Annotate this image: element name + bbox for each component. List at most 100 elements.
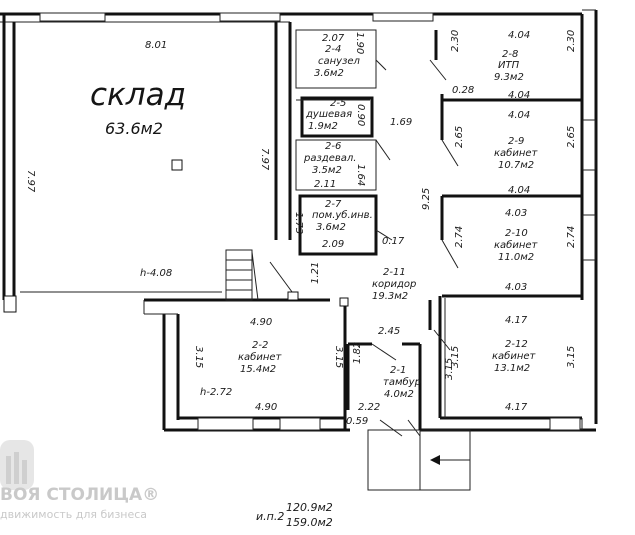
room-2-12-name: кабинет (492, 350, 537, 362)
corridor-name: коридор (372, 279, 416, 290)
room-2-6-name: раздевал. (303, 153, 356, 164)
warehouse-dim-top: 8.01 (145, 40, 167, 51)
room-2-2: 4.90 2-2 кабинет 15.4м2 3.15 3.15 4.90 h… (193, 317, 344, 413)
room-2-9-number: 2-9 (508, 136, 524, 147)
room-2-10-dim-right: 2.74 (566, 226, 577, 248)
room-2-6-dim-bottom: 2.11 (314, 179, 336, 190)
room-2-1-dim-left: 1.82 (352, 342, 363, 364)
room-2-6-number: 2-6 (325, 141, 341, 152)
room-2-7-number: 2-7 (325, 199, 342, 210)
room-2-2-dim-top: 4.90 (250, 317, 272, 328)
room-2-9-dim-right: 2.65 (566, 126, 577, 148)
corridor-area: 19.3м2 (372, 291, 408, 302)
watermark-subtitle: движимость для бизнеса (0, 508, 147, 521)
room-2-12-dim-top: 4.17 (505, 315, 528, 326)
room-2-5-number: 2-5 (330, 98, 346, 109)
outer-walls (0, 9, 598, 491)
room-2-10-name: кабинет (494, 239, 539, 251)
room-2-1-dim-door: 0.59 (346, 416, 368, 427)
sanitary-block (295, 29, 393, 256)
room-2-7-name: пом.уб.инв. (312, 209, 373, 221)
room-2-2-dim-right: 3.15 (333, 346, 344, 368)
room-2-8-area: 9.3м2 (494, 72, 524, 83)
corridor-dim-3: 1.21 (310, 262, 321, 284)
watermark-title: ВОЯ СТОЛИЦА® (0, 485, 159, 505)
warehouse-height: h-4.08 (140, 268, 172, 279)
room-2-8-dim-top: 4.04 (508, 30, 530, 41)
corridor-number: 2-11 (383, 267, 406, 278)
room-2-9-dim-left: 2.65 (454, 126, 465, 148)
room-2-11: 1.69 9.25 2-11 коридор 19.3м2 1.21 (310, 117, 432, 302)
warehouse-room: склад 63.6м2 8.01 7.97 7.97 h-4.08 (25, 40, 270, 279)
room-2-8-number: 2-8 (502, 49, 518, 60)
room-2-5-dim: 0.90 (355, 104, 366, 126)
warehouse-dim-right: 7.97 (259, 148, 270, 171)
room-2-12-dim-bottom: 4.17 (505, 402, 528, 413)
room-2-12-number: 2-12 (505, 339, 528, 350)
room-2-1-dim-top: 2.45 (378, 326, 400, 337)
room-2-4-number: 2-4 (325, 44, 341, 55)
room-2-4-dim-side: 1.90 (354, 32, 365, 54)
room-2-8-dim-left: 2.30 (450, 30, 461, 52)
room-2-4: 2.07 2-4 санузел 3.6м2 1.90 (314, 32, 365, 79)
total-area-2: 159.0м2 (286, 516, 333, 529)
room-2-9-dim-top: 4.04 (508, 110, 530, 121)
room-2-9-name: кабинет (494, 147, 539, 159)
room-2-1-number: 2-1 (390, 365, 406, 376)
room-2-1: 2.45 2-1 тамбур 4.0м2 1.82 3.15 2.22 0.5… (346, 326, 455, 427)
room-2-10-dim-bottom: 4.03 (505, 282, 527, 293)
room-2-5-area: 1.9м2 (308, 121, 338, 132)
room-2-12: 4.17 2-12 кабинет 13.1м2 3.15 3.15 4.17 (450, 315, 577, 413)
room-2-10-dim-left: 2.74 (454, 226, 465, 248)
room-2-9-dim-bottom: 4.04 (508, 185, 530, 196)
room-2-7-dim-side: 1.73 (293, 212, 304, 234)
total-area-1: 120.9м2 (286, 501, 333, 514)
warehouse-dim-left: 7.97 (25, 170, 36, 193)
corridor-dim-2: 9.25 (421, 188, 432, 210)
room-2-1-area: 4.0м2 (384, 389, 414, 400)
watermark-logo (0, 440, 34, 490)
room-2-1-dim-right: 3.15 (444, 358, 455, 380)
room-2-6-area: 3.5м2 (312, 165, 342, 176)
room-2-8-dim-bottom: 4.04 (508, 90, 530, 101)
room-2-2-name: кабинет (238, 351, 283, 363)
room-2-9: 4.04 2-9 кабинет 10.7м2 2.65 2.65 4.04 (454, 110, 577, 196)
room-2-2-number: 2-2 (252, 340, 268, 351)
room-2-1-dim-bottom: 2.22 (358, 402, 380, 413)
stairs (20, 249, 349, 307)
room-2-1-name: тамбур (383, 376, 421, 388)
warehouse-area: 63.6м2 (105, 119, 163, 138)
room-2-12-dim-right: 3.15 (566, 346, 577, 368)
room-2-10-area: 11.0м2 (498, 252, 534, 263)
room-2-10: 4.03 2-10 кабинет 11.0м2 2.74 2.74 4.03 (454, 208, 577, 293)
room-2-2-dim-left: 3.15 (193, 346, 204, 368)
room-2-6-dim-side: 1.64 (355, 164, 366, 186)
room-2-12-area: 13.1м2 (494, 363, 530, 374)
vestibule-walls (346, 342, 422, 437)
room-2-5: 2-5 душевая 1.9м2 0.90 (305, 98, 366, 132)
room-2-7-dim-gap: 0.17 (382, 236, 405, 247)
room-2-2-height: h-2.72 (200, 387, 232, 398)
totals-prefix: и.п.2 (256, 510, 284, 523)
room-2-7: 2-7 пом.уб.инв. 3.6м2 1.73 2.09 0.17 (293, 199, 405, 250)
room-2-7-area: 3.6м2 (316, 222, 346, 233)
room-2-4-name: санузел (318, 56, 361, 67)
room-2-2-dim-bottom: 4.90 (255, 402, 277, 413)
room-2-8-name: ИТП (498, 60, 520, 71)
room-2-2-area: 15.4м2 (240, 364, 276, 375)
room-2-12-dim-left: 3.15 (450, 346, 461, 368)
right-offices (428, 30, 582, 418)
area-totals: и.п.2 120.9м2 159.0м2 (256, 501, 333, 529)
room-2-9-area: 10.7м2 (498, 160, 534, 171)
room-2-6: 2-6 раздевал. 3.5м2 2.11 1.64 (303, 141, 366, 190)
room-2-8: 4.04 2-8 ИТП 9.3м2 2.30 2.30 0.28 4.04 (450, 30, 577, 101)
room-2-10-number: 2-10 (505, 228, 528, 239)
warehouse-name: склад (90, 77, 186, 113)
room-2-8-dim-gap: 0.28 (452, 85, 474, 96)
room-2-8-dim-right: 2.30 (566, 30, 577, 52)
room-2-7-dim-bottom: 2.09 (322, 239, 344, 250)
room-2-4-dim: 2.07 (322, 33, 345, 44)
room-2-4-area: 3.6м2 (314, 68, 344, 79)
watermark: ВОЯ СТОЛИЦА® движимость для бизнеса (0, 485, 159, 521)
